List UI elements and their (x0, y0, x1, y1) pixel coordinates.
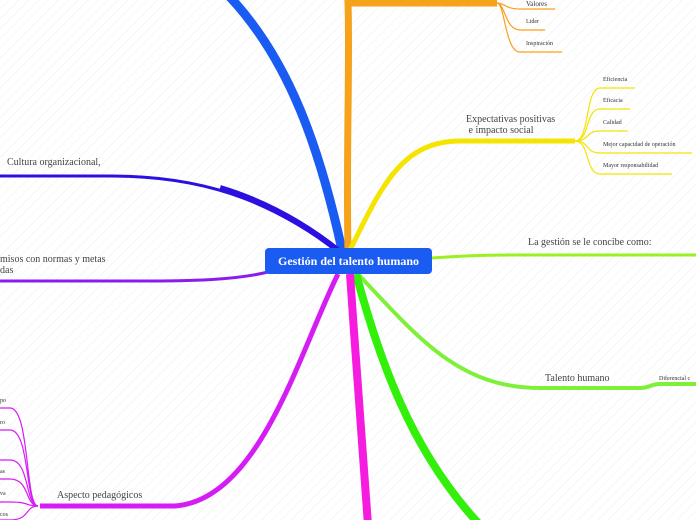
connector-orange (343, 0, 497, 251)
pedagogic-subconnectors (0, 407, 39, 520)
subtopic-pedagogic[interactable]: va (0, 491, 6, 497)
connector-magenta (346, 273, 372, 520)
subtopic-mayor-responsabilidad[interactable]: Mayor responsabilidad (603, 163, 659, 169)
connector-top-blue (226, 0, 347, 251)
topic-line: Expectativas positivas (466, 114, 556, 125)
topic-line: e impacto social (466, 125, 534, 136)
topic-aspecto-pedagogicos[interactable]: Aspecto pedagógicos (57, 490, 143, 501)
topic-expectativas[interactable]: Expectativas positivas e impacto social (466, 114, 555, 136)
subtopic-eficacia[interactable]: Eficacia (603, 98, 623, 104)
subtopic-lider[interactable]: Lider (526, 19, 539, 25)
connector-commitments (0, 270, 269, 283)
topic-line: das (0, 265, 14, 276)
connector-pedagogic (40, 272, 341, 509)
topic-cultura[interactable]: Cultura organizacional, (7, 157, 101, 168)
connector-talent (356, 272, 696, 390)
subtopic-mejor-capacidad[interactable]: Mejor capacidad de operación (603, 142, 676, 148)
subtopic-diferencial[interactable]: Diferencial c (659, 376, 691, 382)
connector-green (352, 272, 481, 520)
topic-concepto[interactable]: La gestión se le concibe como: (528, 237, 652, 248)
subtopic-eficiencia[interactable]: Eficiencia (603, 77, 628, 83)
subtopic-valores[interactable]: Valores (526, 0, 547, 8)
topic-line: misos con normas y metas (0, 254, 106, 265)
subtopic-pedagogic[interactable]: as (0, 469, 5, 475)
subtopic-inspiracion[interactable]: Inspiración (526, 41, 553, 47)
topic-talento-humano[interactable]: Talento humano (545, 373, 610, 384)
subtopic-calidad[interactable]: Calidad (603, 120, 622, 126)
subtopic-pedagogic[interactable]: cos (0, 512, 8, 518)
connector-yellow (347, 138, 575, 252)
subtopic-pedagogic[interactable]: po (0, 398, 6, 404)
central-topic[interactable]: Gestión del talento humano (265, 248, 432, 274)
connector-concept (431, 253, 696, 260)
orange-subconnectors (496, 2, 562, 53)
subtopic-pedagogic[interactable]: ro (0, 420, 5, 426)
yellow-subconnectors (574, 87, 692, 175)
